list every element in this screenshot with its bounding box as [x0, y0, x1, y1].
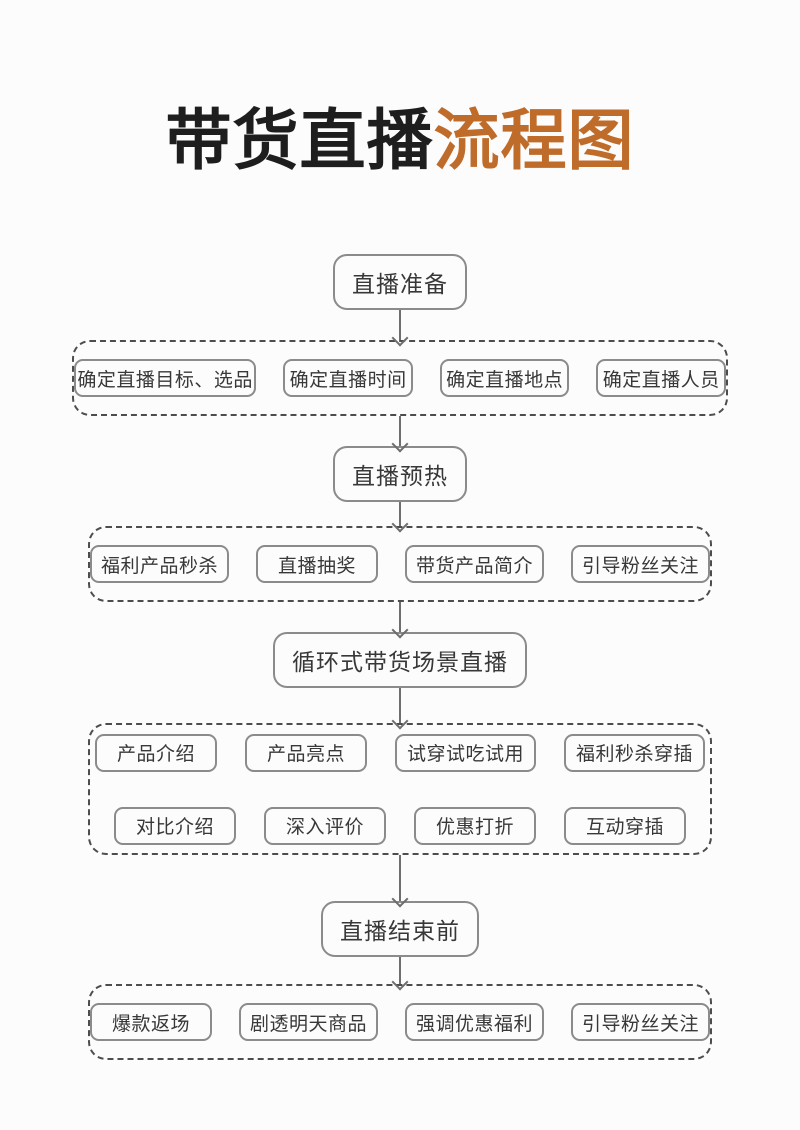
prepare-items-group: 确定直播目标、选品 确定直播时间 确定直播地点 确定直播人员 — [72, 340, 728, 416]
title-accent: 流程图 — [433, 105, 635, 178]
flow-node-before-end: 直播结束前 — [321, 901, 479, 957]
arrow-down-icon — [399, 502, 401, 526]
flow-item-guide-follow: 引导粉丝关注 — [571, 545, 710, 583]
flow-item-time: 确定直播时间 — [283, 359, 413, 397]
arrow-down-icon — [399, 602, 401, 632]
before-end-items-group: 爆款返场 剧透明天商品 强调优惠福利 引导粉丝关注 — [88, 984, 712, 1060]
flow-item-staff: 确定直播人员 — [596, 359, 727, 397]
live-loop-row-1: 产品介绍 产品亮点 试穿试吃试用 福利秒杀穿插 — [94, 733, 706, 772]
flow-item-tomorrow-preview: 剧透明天商品 — [239, 1003, 378, 1041]
flow-item-flash-sale: 福利产品秒杀 — [90, 545, 229, 583]
title-main: 带货直播 — [165, 105, 434, 178]
flow-item-hot-return: 爆款返场 — [90, 1003, 212, 1041]
arrow-down-icon — [399, 310, 401, 340]
flow-item-emphasize-benefits: 强调优惠福利 — [405, 1003, 544, 1041]
flow-item-highlights: 产品亮点 — [244, 733, 367, 772]
flow-item-deep-review: 深入评价 — [264, 806, 386, 845]
flow-item-guide-follow-2: 引导粉丝关注 — [571, 1003, 710, 1041]
arrow-down-icon — [399, 688, 401, 723]
flow-item-discount: 优惠打折 — [414, 806, 536, 845]
flowchart: 直播准备 确定直播目标、选品 确定直播时间 确定直播地点 确定直播人员 直播预热… — [72, 184, 728, 1060]
arrow-down-icon — [399, 957, 401, 984]
flow-item-comparison: 对比介绍 — [114, 806, 236, 845]
flow-item-benefit-flash: 福利秒杀穿插 — [564, 733, 706, 772]
flow-node-live-loop: 循环式带货场景直播 — [273, 632, 527, 688]
flow-item-interaction: 互动穿插 — [564, 806, 686, 845]
flow-item-lottery: 直播抽奖 — [256, 545, 378, 583]
arrow-down-icon — [399, 416, 401, 446]
flow-item-location: 确定直播地点 — [439, 359, 570, 397]
flow-item-product-presentation: 产品介绍 — [94, 733, 217, 772]
flow-node-prepare: 直播准备 — [333, 254, 467, 310]
flow-node-warmup: 直播预热 — [333, 446, 467, 502]
warmup-items-group: 福利产品秒杀 直播抽奖 带货产品简介 引导粉丝关注 — [88, 526, 712, 602]
flow-item-goal-selection: 确定直播目标、选品 — [74, 359, 257, 397]
page-title: 带货直播流程图 — [166, 100, 635, 184]
live-loop-items-group: 产品介绍 产品亮点 试穿试吃试用 福利秒杀穿插 对比介绍 深入评价 优惠打折 互… — [88, 723, 712, 855]
live-loop-row-2: 对比介绍 深入评价 优惠打折 互动穿插 — [114, 806, 686, 845]
flow-item-try-on: 试穿试吃试用 — [394, 733, 536, 772]
flow-item-product-intro: 带货产品简介 — [405, 545, 544, 583]
arrow-down-icon — [399, 855, 401, 901]
